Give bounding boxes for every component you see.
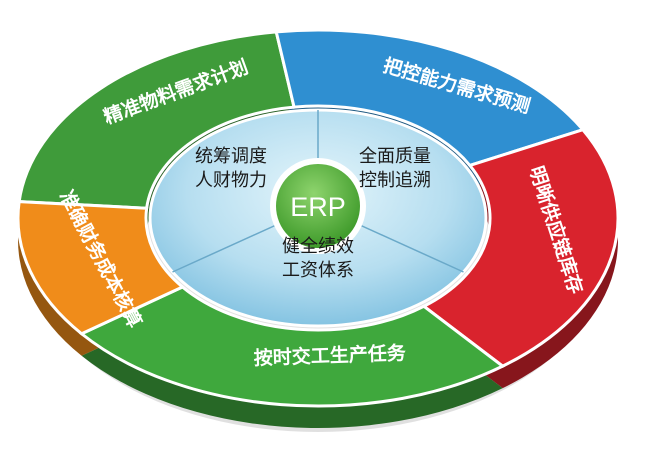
outer-ring — [16, 28, 620, 408]
inner-sector-1-line2: 人财物力 — [195, 170, 267, 191]
center-label: ERP — [290, 192, 346, 222]
inner-sector-3-line2: 工资体系 — [282, 260, 354, 281]
segment-material-planning — [17, 30, 296, 210]
segment-label-production: 按时交工生产任务 — [253, 341, 407, 369]
center-badge: ERP — [270, 158, 366, 254]
inner-sector-2-line2: 控制追溯 — [359, 170, 431, 191]
segment-capacity-forecast — [274, 28, 586, 168]
segment-cost-accounting — [16, 200, 186, 336]
inner-sector-1-line1: 统筹调度 — [195, 146, 267, 167]
segment-production — [78, 285, 506, 408]
inner-sector-3-line1: 健全绩效 — [282, 236, 354, 257]
segment-supply-chain — [421, 128, 620, 368]
inner-sector-2-line1: 全面质量 — [359, 146, 431, 167]
